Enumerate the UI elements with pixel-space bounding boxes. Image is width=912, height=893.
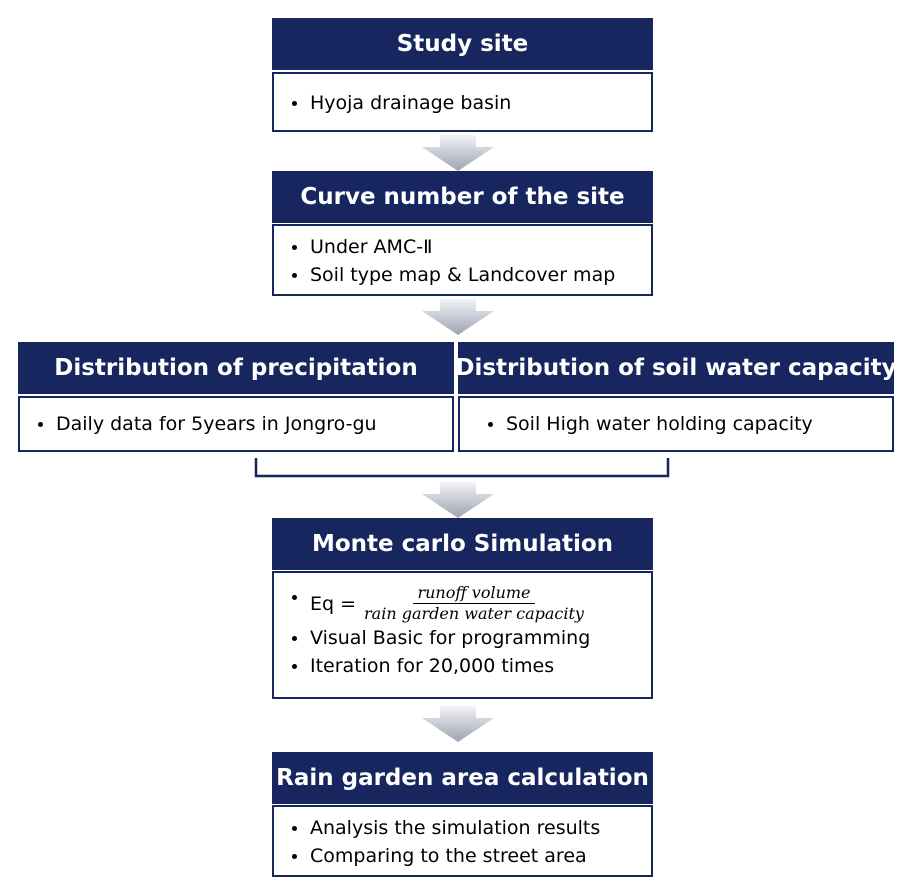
- rain-garden-item: Analysis the simulation results: [284, 814, 641, 842]
- precipitation-item: Daily data for 5years in Jongro-gu: [30, 410, 442, 438]
- equation-fraction: runoff volume rain garden water capacity: [362, 583, 586, 624]
- rain-garden-box: Analysis the simulation results Comparin…: [272, 805, 653, 877]
- precipitation-box: Daily data for 5years in Jongro-gu: [18, 396, 454, 452]
- soil-water-item: Soil High water holding capacity: [480, 410, 872, 438]
- study-site-item: Hyoja drainage basin: [284, 89, 641, 117]
- equation-item: Eq = runoff volume rain garden water cap…: [284, 583, 641, 624]
- down-arrow-icon: [422, 299, 494, 335]
- monte-carlo-item: Visual Basic for programming: [284, 624, 641, 652]
- study-site-header: Study site: [272, 18, 653, 70]
- curve-number-header: Curve number of the site: [272, 171, 653, 223]
- rain-garden-header: Rain garden area calculation: [272, 752, 653, 804]
- down-arrow-icon: [422, 135, 494, 171]
- equation-numerator: runoff volume: [413, 583, 535, 604]
- precipitation-header: Distribution of precipitation: [18, 342, 454, 394]
- curve-number-item: Soil type map & Landcover map: [284, 261, 641, 289]
- equation-denominator: rain garden water capacity: [364, 604, 584, 623]
- monte-carlo-box: Eq = runoff volume rain garden water cap…: [272, 571, 653, 699]
- bracket-connector: [254, 458, 670, 478]
- curve-number-box: Under AMC-Ⅱ Soil type map & Landcover ma…: [272, 224, 653, 296]
- monte-carlo-header: Monte carlo Simulation: [272, 518, 653, 570]
- curve-number-item: Under AMC-Ⅱ: [284, 233, 641, 261]
- down-arrow-icon: [422, 706, 494, 742]
- down-arrow-icon: [422, 482, 494, 518]
- rain-garden-item: Comparing to the street area: [284, 842, 641, 870]
- soil-water-box: Soil High water holding capacity: [458, 396, 894, 452]
- soil-water-header: Distribution of soil water capacity: [455, 342, 897, 394]
- monte-carlo-item: Iteration for 20,000 times: [284, 652, 641, 680]
- study-site-box: Hyoja drainage basin: [272, 72, 653, 132]
- equation-label: Eq =: [310, 592, 357, 615]
